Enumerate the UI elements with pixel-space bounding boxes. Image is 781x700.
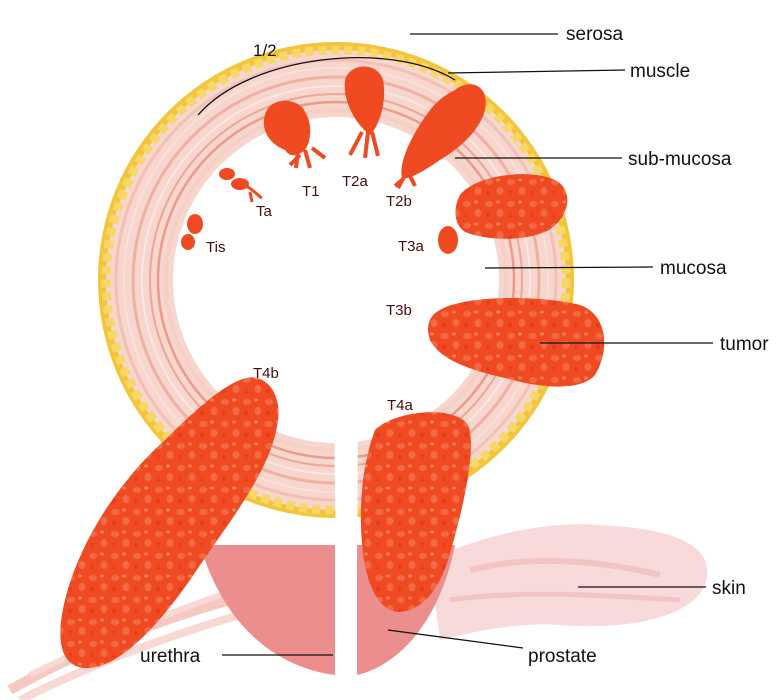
stage-ta: Ta [256, 203, 273, 220]
stage-tis: Tis [206, 239, 225, 256]
muscle-leader [448, 70, 625, 73]
stage-t3a: T3a [398, 238, 425, 255]
stage-t2b: T2b [386, 193, 412, 210]
stage-t4b: T4b [253, 365, 279, 382]
label-mucosa: mucosa [660, 258, 727, 279]
stage-t3b: T3b [386, 302, 412, 319]
label-serosa: serosa [566, 24, 623, 45]
label-sub-mucosa: sub-mucosa [628, 149, 732, 170]
label-muscle-half: 1/2 [253, 41, 277, 60]
skin-tissue [430, 524, 707, 640]
stage-t1: T1 [302, 183, 320, 200]
label-urethra: urethra [140, 646, 201, 667]
stage-t4a: T4a [387, 397, 414, 414]
label-muscle: muscle [630, 61, 690, 82]
label-tumor: tumor [720, 334, 769, 355]
label-prostate: prostate [528, 646, 597, 667]
stage-t2a: T2a [342, 173, 369, 190]
urethra-channel [334, 420, 358, 700]
label-skin: skin [712, 578, 746, 599]
